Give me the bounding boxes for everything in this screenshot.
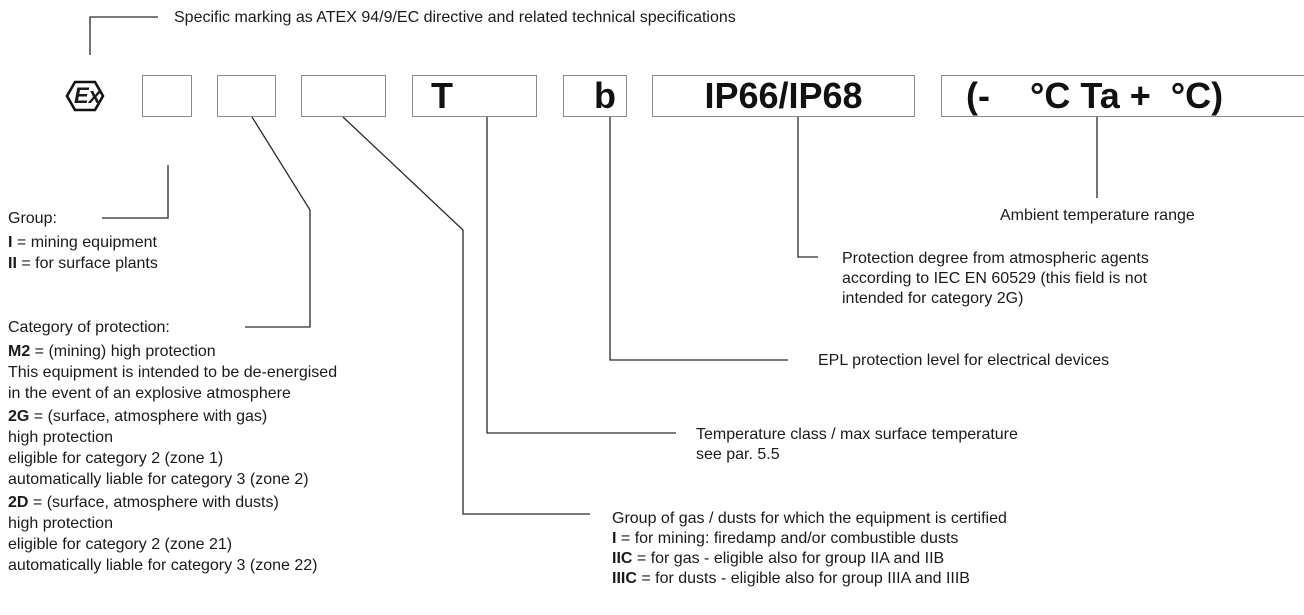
category-connector bbox=[245, 116, 311, 328]
marking-box-epl: b bbox=[563, 75, 627, 117]
gas-group-item: I = for mining: firedamp and/or combusti… bbox=[612, 530, 959, 547]
ambient-temperature-label: Ambient temperature range bbox=[1000, 207, 1195, 224]
group-item: II = for surface plants bbox=[8, 255, 158, 272]
epl-label: EPL protection level for electrical devi… bbox=[818, 352, 1110, 369]
gas-group-connector bbox=[342, 116, 590, 515]
category-item-2g: 2G = (surface, atmosphere with gas) bbox=[8, 408, 268, 425]
category-item-2d: 2D = (surface, atmosphere with dusts) bbox=[8, 494, 279, 511]
marking-box-temperature-class: T bbox=[412, 75, 537, 117]
group-item: I = mining equipment bbox=[8, 234, 157, 251]
category-item-m2: M2 = (mining) high protection bbox=[8, 343, 216, 360]
header-text: Specific marking as ATEX 94/9/EC directi… bbox=[174, 9, 736, 26]
group-connector bbox=[102, 165, 169, 219]
protection-degree-connector bbox=[797, 117, 818, 258]
marking-box-ambient-temperature: (- °C Ta + °C) bbox=[941, 75, 1304, 117]
gas-group-item: IIIC = for dusts - eligible also for gro… bbox=[612, 570, 970, 587]
header-connector bbox=[89, 16, 158, 55]
ex-symbol-text: Ex bbox=[74, 83, 101, 108]
gas-group-item: IIC = for gas - eligible also for group … bbox=[612, 550, 945, 567]
marking-box-category bbox=[217, 75, 276, 117]
epl-connector bbox=[609, 117, 788, 361]
ex-hexagon-icon bbox=[65, 80, 105, 112]
marking-box-gas-group bbox=[301, 75, 386, 117]
marking-box-group bbox=[142, 75, 192, 117]
temperature-class-connector bbox=[486, 117, 676, 434]
marking-box-ip-rating: IP66/IP68 bbox=[652, 75, 915, 117]
